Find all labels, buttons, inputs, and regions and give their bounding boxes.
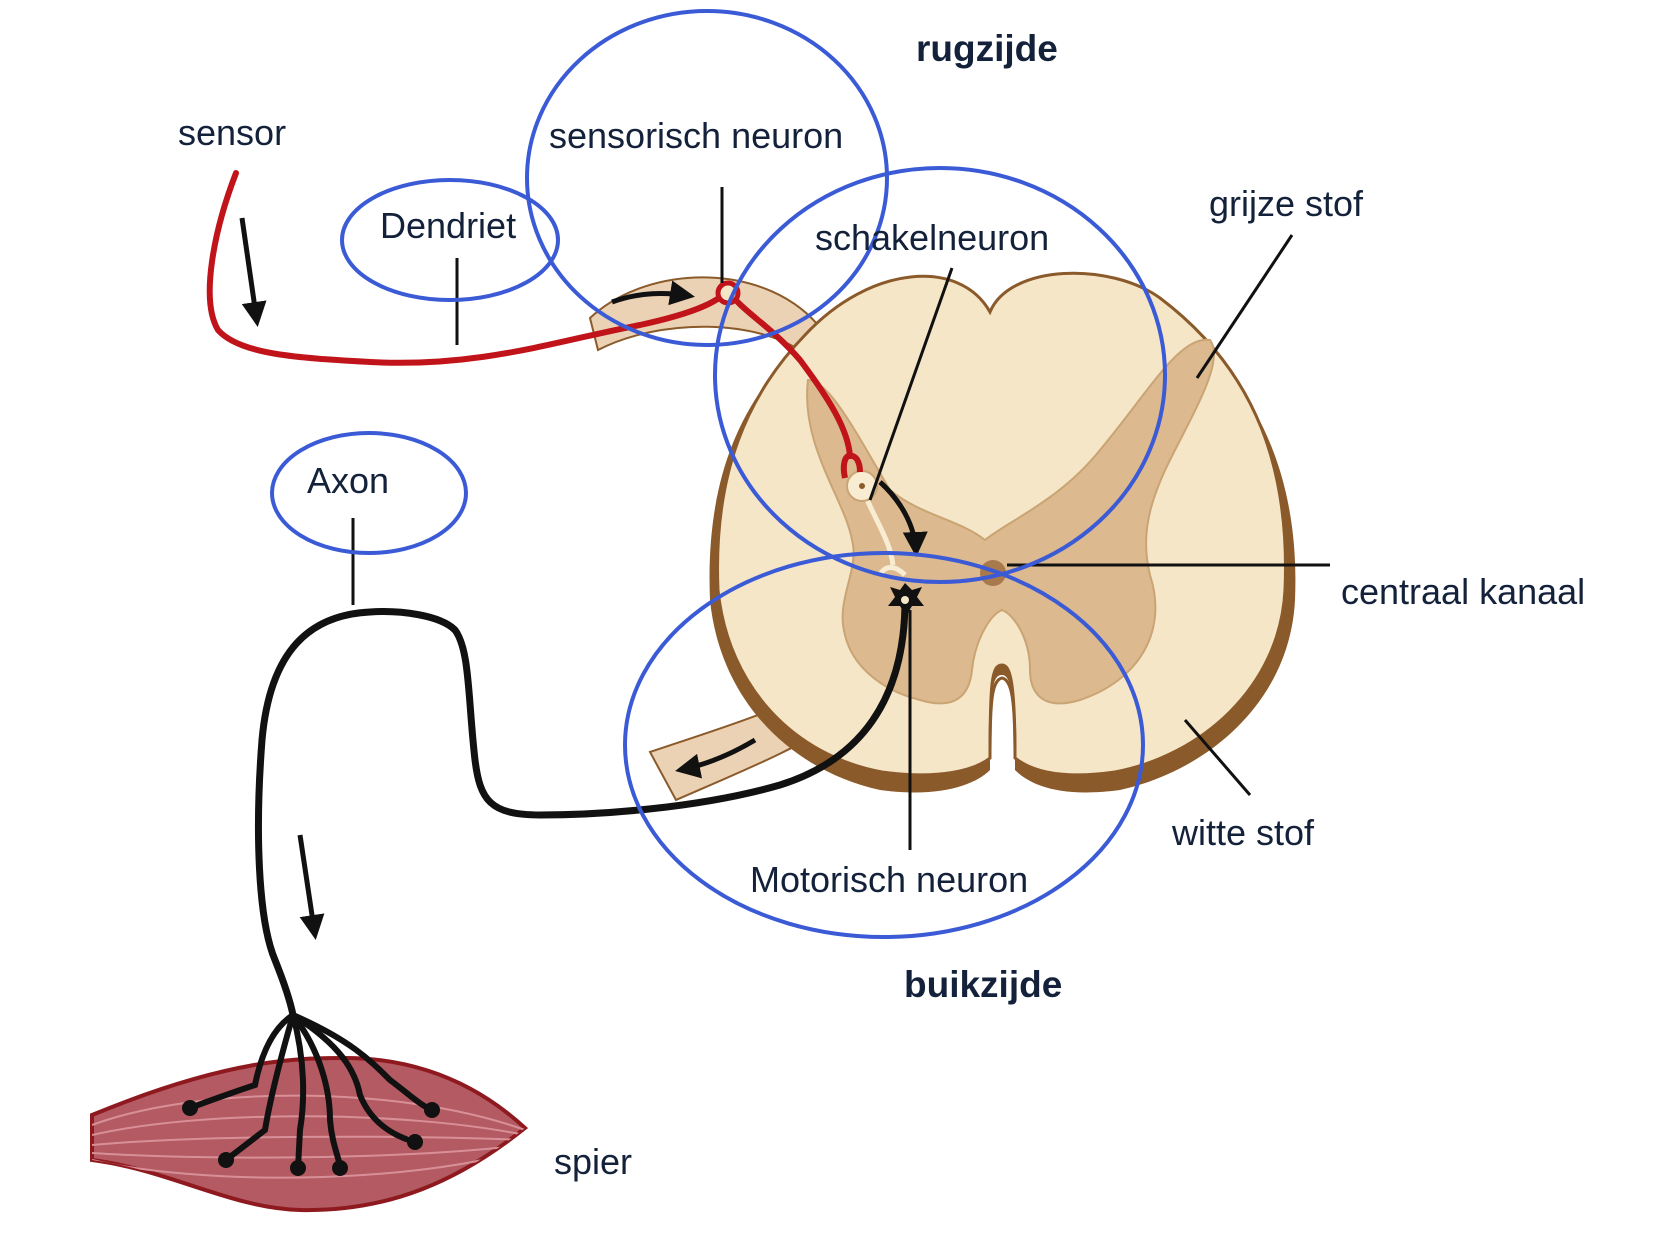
label-dendrite: Dendriet bbox=[380, 205, 517, 246]
highlight-circles bbox=[270, 9, 1167, 939]
label-white-matter: witte stof bbox=[1172, 812, 1315, 853]
circle-sensory-neuron bbox=[525, 9, 889, 347]
circle-dendrite bbox=[340, 178, 560, 302]
label-motor-neuron: Motorisch neuron bbox=[750, 859, 1029, 900]
muscle-body bbox=[90, 1055, 529, 1213]
label-grey-matter: grijze stof bbox=[1209, 183, 1364, 224]
motor-endplates bbox=[187, 1012, 435, 1171]
circle-motor-neuron bbox=[623, 551, 1145, 939]
motor-neuron-nucleus bbox=[901, 596, 909, 604]
leader-grey-matter bbox=[1195, 234, 1294, 379]
circle-axon bbox=[270, 431, 468, 555]
label-interneuron: schakelneuron bbox=[815, 217, 1050, 258]
arrow-sensor-down bbox=[239, 217, 267, 327]
label-central-canal: centraal kanaal bbox=[1341, 571, 1586, 612]
motor-fiber bbox=[254, 596, 909, 1019]
endplate-dots bbox=[182, 1100, 440, 1176]
leader-white-matter bbox=[1183, 719, 1252, 796]
label-muscle: spier bbox=[554, 1141, 633, 1182]
label-axon: Axon bbox=[307, 460, 390, 501]
circle-interneuron bbox=[713, 166, 1167, 584]
arrow-axon-down bbox=[297, 834, 325, 940]
sensory-fiber bbox=[206, 170, 853, 459]
label-dorsal: rugzijde bbox=[916, 28, 1058, 69]
ventral-fissure bbox=[988, 676, 1017, 759]
interneuron-synapse bbox=[877, 565, 907, 577]
arrow-ventral-root bbox=[675, 737, 757, 779]
sensory-synapse bbox=[840, 452, 863, 479]
leader-lines bbox=[351, 187, 1330, 850]
leader-interneuron bbox=[868, 267, 954, 501]
arrow-dorsal-root bbox=[611, 280, 695, 306]
direction-arrows bbox=[239, 217, 928, 940]
interneuron-nucleus bbox=[859, 483, 865, 489]
label-sensory-neuron: sensorisch neuron bbox=[549, 115, 844, 156]
label-ventral: buikzijde bbox=[904, 964, 1063, 1005]
arrow-interneuron bbox=[878, 480, 928, 557]
label-sensor: sensor bbox=[178, 112, 287, 153]
